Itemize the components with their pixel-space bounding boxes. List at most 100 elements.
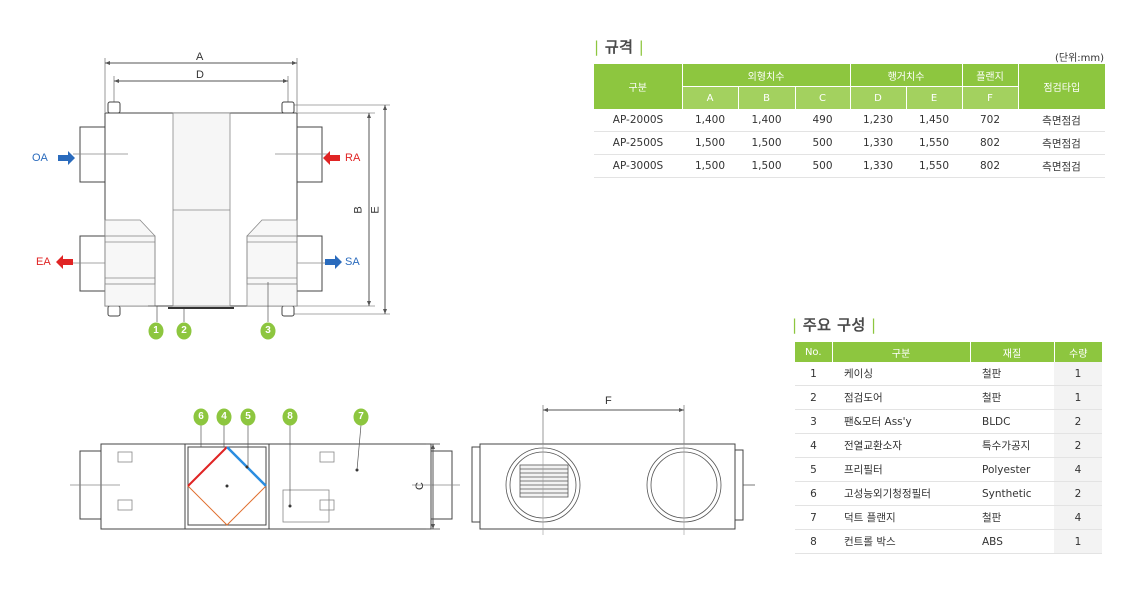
cell-f: 802	[962, 131, 1018, 155]
badge-3-label: 3	[265, 325, 271, 336]
spec-subheader-d: D	[850, 86, 907, 109]
cell-material: 특수가공지	[970, 433, 1054, 458]
cell-a: 1,500	[682, 154, 738, 178]
badge-8-label: 8	[287, 411, 293, 422]
spec-unit: (단위:mm)	[1055, 53, 1105, 64]
cell-type: 측면점검	[1018, 154, 1105, 178]
port-sa-label: SA	[345, 256, 360, 268]
cell-f: 802	[962, 154, 1018, 178]
cell-qty: 1	[1054, 362, 1102, 386]
cell-c: 500	[795, 154, 850, 178]
cell-e: 1,550	[906, 154, 962, 178]
cell-material: 철판	[970, 362, 1054, 386]
cell-model: AP-2000S	[594, 109, 682, 132]
cell-b: 1,400	[738, 109, 795, 132]
cell-name: 점검도어	[832, 385, 970, 410]
cell-qty: 1	[1054, 529, 1102, 554]
cell-qty: 1	[1054, 385, 1102, 410]
cell-e: 1,450	[906, 109, 962, 132]
badge-2	[176, 322, 192, 340]
badge-4-label: 4	[221, 411, 227, 422]
cell-no: 5	[795, 457, 832, 482]
table-row: AP-2000S 1,400 1,400 490 1,230 1,450 702…	[594, 109, 1105, 132]
cell-type: 측면점검	[1018, 109, 1105, 132]
badge-1	[148, 322, 164, 340]
cell-b: 1,500	[738, 154, 795, 178]
side-view-drawing	[471, 405, 755, 535]
badge-5-label: 5	[245, 411, 251, 422]
cell-d: 1,330	[850, 154, 906, 178]
spec-subheader-a: A	[682, 86, 739, 109]
spec-subheader-f: F	[962, 86, 1019, 109]
cell-a: 1,500	[682, 131, 738, 155]
top-view-drawing	[56, 58, 390, 322]
cell-b: 1,500	[738, 131, 795, 155]
spec-subheader-c: C	[795, 86, 851, 109]
cell-model: AP-2500S	[594, 131, 682, 155]
cell-material: 철판	[970, 385, 1054, 410]
cell-no: 2	[795, 385, 832, 410]
cell-qty: 4	[1054, 457, 1102, 482]
spec-title-text: 규격	[604, 38, 634, 56]
spec-subheader-e: E	[906, 86, 963, 109]
cell-name: 프리필터	[832, 457, 970, 482]
port-ra-label: RA	[345, 152, 361, 164]
parts-header-qty: 수량	[1054, 342, 1102, 362]
cell-material: ABS	[970, 529, 1054, 554]
parts-header-material: 재질	[970, 342, 1055, 362]
spec-header-outer: 외형치수	[682, 64, 851, 87]
parts-section-title: | 주요 구성 |	[792, 316, 877, 334]
dim-f-label: F	[605, 395, 612, 407]
badge-1-label: 1	[153, 325, 159, 336]
cell-no: 6	[795, 481, 832, 506]
badge-7	[353, 408, 369, 426]
front-view-drawing	[70, 424, 460, 530]
cell-c: 500	[795, 131, 850, 155]
parts-header-name: 구분	[832, 342, 971, 362]
spec-header-hanger: 행거치수	[850, 64, 963, 87]
cell-a: 1,400	[682, 109, 738, 132]
cell-material: Synthetic	[970, 481, 1054, 506]
badge-5	[240, 408, 256, 426]
cell-f: 702	[962, 109, 1018, 132]
cell-material: 철판	[970, 505, 1054, 530]
badge-6	[193, 408, 209, 426]
cell-qty: 2	[1054, 481, 1102, 506]
table-row: AP-2500S 1,500 1,500 500 1,330 1,550 802…	[594, 131, 1105, 155]
cell-material: Polyester	[970, 457, 1054, 482]
cell-name: 덕트 플랜지	[832, 505, 970, 530]
cell-no: 4	[795, 433, 832, 458]
cell-no: 8	[795, 529, 832, 554]
cell-qty: 4	[1054, 505, 1102, 530]
spec-header-inspection: 점검타입	[1018, 64, 1105, 109]
cell-c: 490	[795, 109, 850, 132]
badge-3	[260, 322, 276, 340]
cell-e: 1,550	[906, 131, 962, 155]
cell-name: 팬&모터 Ass'y	[832, 409, 970, 434]
port-ea-label: EA	[36, 256, 51, 268]
cell-no: 3	[795, 409, 832, 434]
badge-2-label: 2	[181, 325, 187, 336]
cell-name: 케이싱	[832, 362, 970, 386]
cell-material: BLDC	[970, 409, 1054, 434]
dim-d-label: D	[196, 69, 204, 81]
cell-name: 컨트롤 박스	[832, 529, 970, 554]
badge-7-label: 7	[358, 411, 364, 422]
spec-subheader-b: B	[738, 86, 796, 109]
dim-b-label: B	[352, 206, 365, 214]
cell-no: 1	[795, 362, 832, 386]
parts-title-text: 주요 구성	[802, 316, 866, 334]
cell-d: 1,330	[850, 131, 906, 155]
cell-qty: 2	[1054, 433, 1102, 458]
cell-no: 7	[795, 505, 832, 530]
dim-c-label: C	[413, 482, 426, 490]
spec-header-flange: 플랜지	[962, 64, 1019, 87]
